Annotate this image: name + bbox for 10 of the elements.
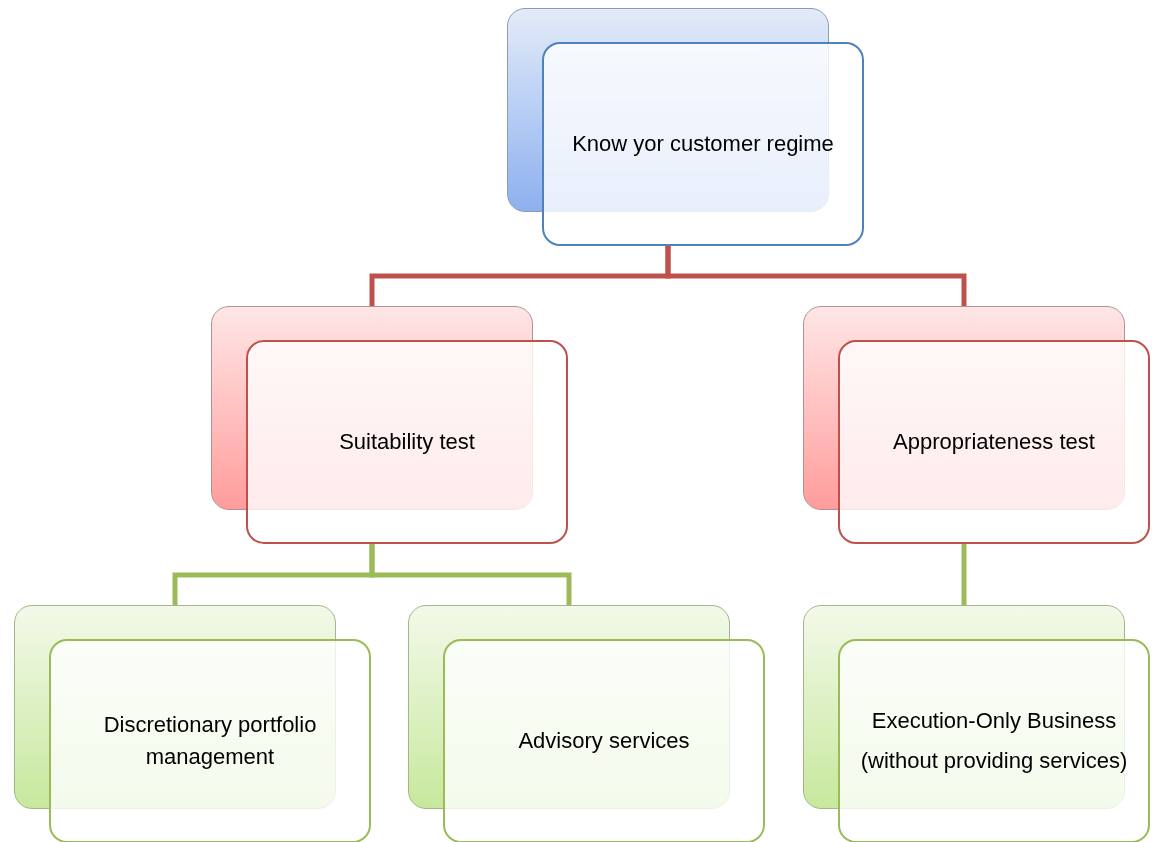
box-label: Appropriateness test <box>893 428 1095 457</box>
box-label: Suitability test <box>339 428 475 457</box>
box-label: Know yor customer regime <box>572 130 834 159</box>
box-label: Advisory services <box>518 727 690 756</box>
connector-line <box>369 544 572 605</box>
box-label: (without providing services) <box>860 747 1128 775</box>
connector-line <box>961 544 967 605</box>
box-label: Discretionary portfolio management <box>102 711 318 771</box>
box-label: Execution-Only Business <box>871 707 1117 736</box>
connector-line <box>665 246 967 306</box>
